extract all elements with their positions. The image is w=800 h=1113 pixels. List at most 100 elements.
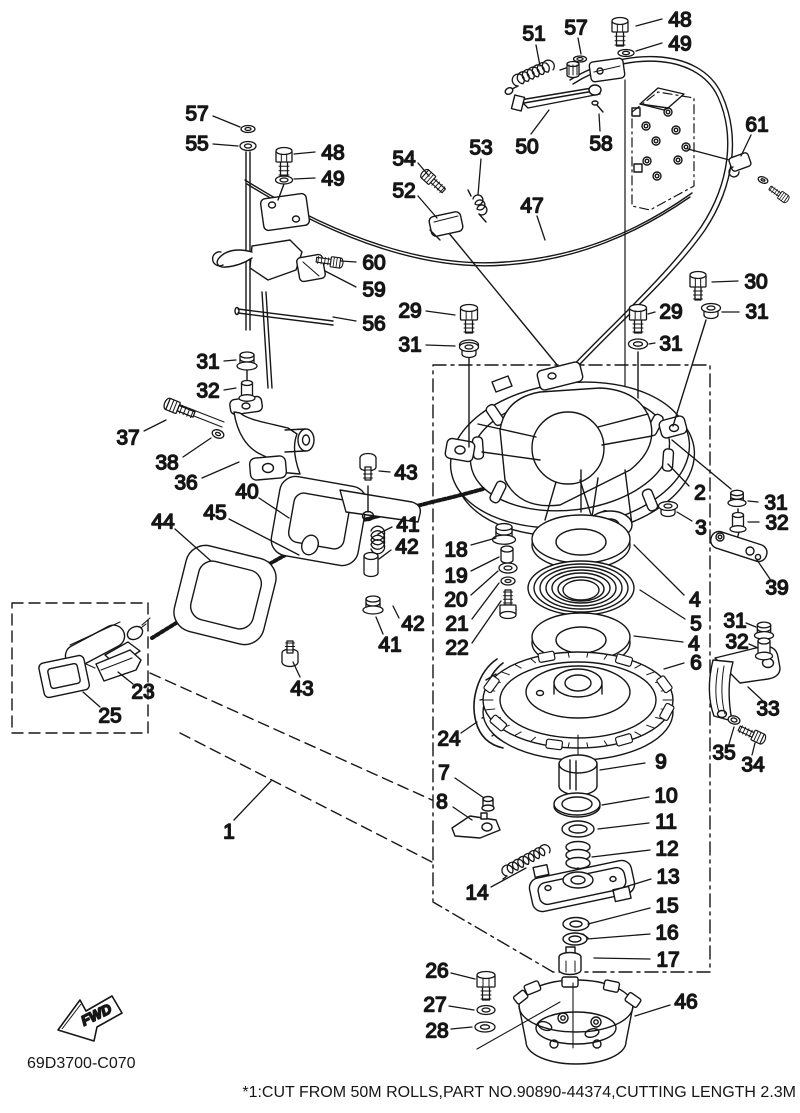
part-number-label: 48 — [668, 9, 691, 32]
part-number-label: 4 — [688, 633, 700, 656]
starter-case — [444, 319, 732, 540]
part-number-label: 17 — [656, 949, 679, 972]
callout-3: 3 — [676, 511, 708, 540]
part-number-label: 40 — [235, 481, 258, 504]
callout-14: 14 — [465, 867, 527, 905]
callout-5: 5 — [639, 589, 703, 636]
callout-46: 46 — [634, 990, 698, 1017]
part-number-label: 45 — [203, 502, 226, 525]
part-number-label: 27 — [423, 994, 446, 1017]
callout-32: 32 — [747, 511, 789, 535]
part-number-label: 31 — [398, 334, 421, 357]
part-number-label: 7 — [438, 762, 450, 785]
cable-clamp-61 — [728, 152, 752, 178]
pawl-parts — [451, 795, 501, 839]
part-number-label: 25 — [98, 705, 121, 728]
cable-clamp-cluster — [428, 189, 487, 241]
callout-40: 40 — [235, 480, 290, 519]
callout-22: 22 — [445, 600, 502, 660]
part-number-label: 20 — [444, 589, 467, 612]
part-number-label: 42 — [395, 536, 418, 559]
callout-6: 6 — [663, 651, 703, 675]
callout-12: 12 — [591, 837, 679, 861]
callout-55: 55 — [185, 132, 239, 156]
part-number-label: 43 — [394, 462, 417, 485]
part-number-label: 41 — [396, 514, 419, 537]
rope-guide-and-boot — [173, 475, 422, 646]
callout-15: 15 — [587, 894, 679, 925]
part-number-label: 18 — [444, 539, 467, 562]
callout-41: 41 — [377, 513, 420, 537]
callout-57: 57 — [185, 102, 241, 128]
part-number-label: 39 — [765, 577, 788, 600]
part-number-label: 31 — [745, 301, 768, 324]
callout-10: 10 — [601, 784, 678, 808]
part-number-label: 4 — [689, 589, 701, 612]
part-number-label: 42 — [401, 613, 424, 636]
part-number-label: 44 — [151, 511, 175, 534]
callout-26: 26 — [425, 959, 476, 983]
starter-cup — [476, 976, 642, 1065]
callout-57: 57 — [564, 16, 588, 55]
callout-43: 43 — [378, 461, 418, 485]
callout-32: 32 — [725, 630, 759, 654]
callout-47: 47 — [520, 194, 546, 241]
part-number-label: 48 — [321, 142, 344, 165]
part-number-label: 60 — [362, 252, 385, 275]
part-number-label: 14 — [465, 882, 489, 905]
callout-24: 24 — [437, 721, 478, 751]
callout-42: 42 — [378, 535, 419, 560]
part-number-label: 19 — [444, 565, 467, 588]
callout-21: 21 — [445, 582, 500, 636]
callout-13: 13 — [611, 865, 680, 892]
assembly-boundary-boxes — [11, 364, 711, 973]
callout-37: 37 — [116, 419, 167, 450]
callout-9: 9 — [599, 750, 668, 774]
part-number-label: 54 — [392, 148, 416, 171]
callout-39: 39 — [756, 559, 789, 600]
callout-61: 61 — [740, 113, 769, 157]
callout-19: 19 — [444, 556, 500, 588]
callout-49: 49 — [635, 32, 692, 56]
callout-18: 18 — [444, 537, 497, 562]
part-number-label: 24 — [437, 728, 461, 751]
callout-56: 56 — [332, 312, 386, 336]
callout-41: 41 — [375, 616, 402, 657]
part-number-label: 31 — [196, 351, 219, 374]
bracket-36-cluster — [175, 369, 315, 481]
part-number-label: 5 — [690, 613, 702, 636]
part-number-label: 2 — [694, 482, 706, 505]
part-number-label: 57 — [185, 103, 208, 126]
callout-32: 32 — [196, 379, 237, 403]
callout-25: 25 — [82, 691, 122, 728]
callout-31: 31 — [747, 491, 788, 515]
part-number-label: 23 — [131, 681, 154, 704]
part-number-label: 29 — [659, 301, 682, 324]
callout-50: 50 — [515, 109, 550, 159]
callout-33: 33 — [747, 686, 780, 721]
part-number-label: 1 — [223, 821, 235, 844]
callout-17: 17 — [593, 948, 680, 972]
part-number-label: 29 — [398, 300, 421, 323]
callout-31: 31 — [721, 300, 769, 324]
part-number-label: 11 — [655, 811, 677, 834]
part-number-label: 31 — [764, 492, 787, 515]
callout-54: 54 — [392, 147, 430, 177]
part-number-label: 6 — [690, 652, 702, 675]
part-number-label: 21 — [445, 613, 468, 636]
part-number-label: 37 — [116, 427, 139, 450]
callout-20: 20 — [444, 570, 499, 612]
callout-29: 29 — [398, 299, 456, 323]
sheave-drum — [473, 650, 675, 761]
callout-29: 29 — [647, 300, 683, 324]
plate-rivets — [641, 107, 691, 181]
callout-53: 53 — [469, 136, 493, 196]
callout-7: 7 — [437, 761, 485, 799]
part-number-label: 47 — [520, 195, 543, 218]
part-number-label: 43 — [290, 678, 313, 701]
callout-38: 38 — [155, 437, 212, 475]
callout-31: 31 — [723, 609, 757, 633]
starter-handle-cluster — [38, 617, 151, 699]
callout-27: 27 — [423, 993, 475, 1017]
callout-2: 2 — [667, 463, 707, 505]
